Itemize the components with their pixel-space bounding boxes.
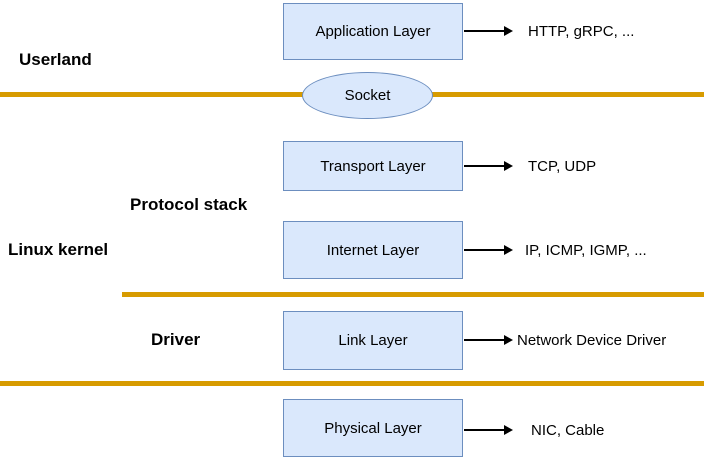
section-label-protocol-stack: Protocol stack — [130, 195, 248, 214]
socket-label: Socket — [344, 87, 391, 104]
socket-ellipse: Socket — [302, 72, 433, 119]
arrowhead-icon — [504, 425, 513, 435]
arrow-shaft — [464, 339, 505, 341]
examples-transport: TCP, UDP — [528, 157, 597, 175]
section-label-userland: Userland — [19, 50, 92, 69]
arrow-link-examples — [464, 335, 513, 345]
layer-label: Transport Layer — [320, 157, 426, 175]
arrow-internet-examples — [464, 245, 513, 255]
layer-box-application: Application Layer — [283, 3, 463, 60]
layer-label: Physical Layer — [324, 419, 422, 437]
arrowhead-icon — [504, 161, 513, 171]
section-label-driver: Driver — [151, 330, 201, 349]
arrow-physical-examples — [464, 425, 513, 435]
examples-internet: IP, ICMP, IGMP, ... — [525, 241, 647, 259]
arrow-shaft — [464, 30, 505, 32]
arrow-shaft — [464, 249, 505, 251]
arrow-application-examples — [464, 26, 513, 36]
layer-label: Link Layer — [338, 332, 408, 349]
arrow-transport-examples — [464, 161, 513, 171]
section-label-linux-kernel: Linux kernel — [8, 240, 109, 259]
arrowhead-icon — [504, 245, 513, 255]
arrowhead-icon — [504, 335, 513, 345]
divider-kernel-hardware — [0, 381, 704, 386]
examples-application: HTTP, gRPC, ... — [528, 22, 635, 40]
arrowhead-icon — [504, 26, 513, 36]
layer-box-physical: Physical Layer — [283, 399, 463, 457]
layer-label: Internet Layer — [326, 241, 420, 259]
examples-link: Network Device Driver — [517, 331, 667, 349]
layer-label: Application Layer — [315, 23, 431, 40]
layer-box-internet: Internet Layer — [283, 221, 463, 279]
divider-protocol-stack-driver — [122, 292, 704, 297]
arrow-shaft — [464, 429, 505, 431]
layer-box-transport: Transport Layer — [283, 141, 463, 191]
layer-box-link: Link Layer — [283, 311, 463, 370]
arrow-shaft — [464, 165, 505, 167]
examples-physical: NIC, Cable — [531, 421, 605, 439]
